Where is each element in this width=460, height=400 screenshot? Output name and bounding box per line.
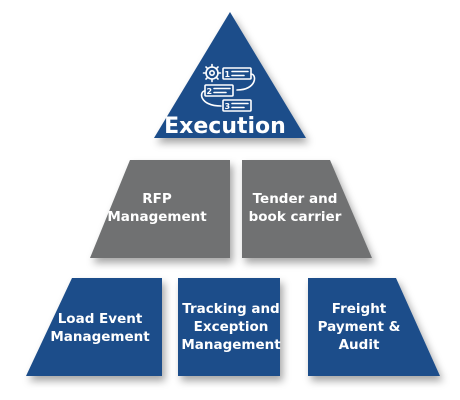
label-line: Management xyxy=(50,329,150,345)
label-line: Load Event xyxy=(57,310,143,327)
rfp-management-label: RFP Management xyxy=(92,186,222,230)
label-line: Payment & xyxy=(317,318,401,335)
tracking-exception-management-label: Tracking and Exception Management xyxy=(176,296,286,358)
label-line: Tender and xyxy=(252,190,338,207)
tender-book-carrier-label: Tender and book carrier xyxy=(240,186,350,230)
svg-text:1: 1 xyxy=(225,70,231,79)
label-line: Management xyxy=(181,337,281,354)
execution-title: Execution xyxy=(164,114,286,140)
execution-triangle xyxy=(154,12,306,138)
svg-text:2: 2 xyxy=(207,87,213,96)
label-line: Exception xyxy=(193,318,269,335)
freight-payment-audit-block xyxy=(308,278,440,376)
svg-text:3: 3 xyxy=(225,102,231,111)
label-line: Management xyxy=(107,209,207,225)
label-line: Tracking and xyxy=(182,300,280,317)
freight-payment-audit-label: Freight Payment & Audit xyxy=(304,296,414,358)
load-event-management-block xyxy=(26,278,162,376)
load-event-management-label: Load Event Management xyxy=(40,306,160,350)
tender-book-carrier-block xyxy=(242,160,372,258)
rfp-management-block xyxy=(90,160,230,258)
label-line: Audit xyxy=(338,337,380,354)
label-line: book carrier xyxy=(248,209,342,225)
process-steps-icon: 1 2 3 xyxy=(200,63,256,112)
tracking-exception-management-block xyxy=(178,278,280,376)
label-line: Freight xyxy=(331,300,387,317)
label-line: RFP xyxy=(142,190,172,207)
